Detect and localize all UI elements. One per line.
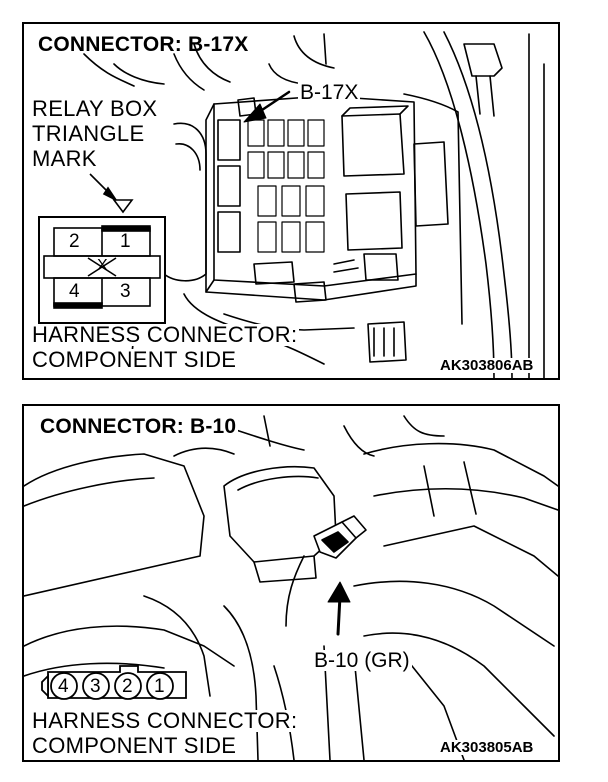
figure-code: AK303805AB [438, 739, 536, 756]
pin-4: 4 [58, 676, 69, 697]
relay-box-label-line1: RELAY BOX [30, 96, 160, 121]
connector-callout-label: B-10 (GR) [312, 649, 412, 672]
figure-code: AK303806AB [438, 357, 536, 374]
pin-3: 3 [90, 676, 101, 697]
connector-b10-panel: CONNECTOR: B-10 B-10 (GR) 4 3 2 1 HARNES… [22, 404, 560, 762]
pin-2: 2 [122, 676, 133, 697]
engine-bay-illustration [24, 415, 558, 760]
harness-label-line1: HARNESS CONNECTOR: [30, 708, 300, 733]
pin-3: 3 [120, 281, 131, 302]
pin-center-mark: X [97, 257, 108, 274]
relay-box-label-line2: TRIANGLE [30, 121, 147, 146]
harness-label-line1: HARNESS CONNECTOR: [30, 322, 300, 347]
pin-1: 1 [154, 676, 165, 697]
connector-b17x-panel: CONNECTOR: B-17X B-17X RELAY BOX TRIANGL… [22, 22, 560, 380]
harness-label-line2: COMPONENT SIDE [30, 733, 239, 758]
relay-box-label-line3: MARK [30, 146, 99, 171]
relay-box-illustration [83, 31, 545, 378]
connector-callout-label: B-17X [298, 81, 361, 104]
connector-title: CONNECTOR: B-10 [38, 415, 239, 438]
harness-label-line2: COMPONENT SIDE [30, 347, 239, 372]
connector-pinout-b10: 4 3 2 1 [34, 662, 194, 706]
triangle-mark-pointer-icon [89, 173, 134, 214]
pin-4: 4 [69, 281, 80, 302]
connector-pinout-b17x: 2 1 4 3 X [38, 216, 166, 324]
connector-title: CONNECTOR: B-17X [38, 33, 249, 56]
pin-2: 2 [69, 231, 80, 252]
pin-1: 1 [120, 231, 131, 252]
